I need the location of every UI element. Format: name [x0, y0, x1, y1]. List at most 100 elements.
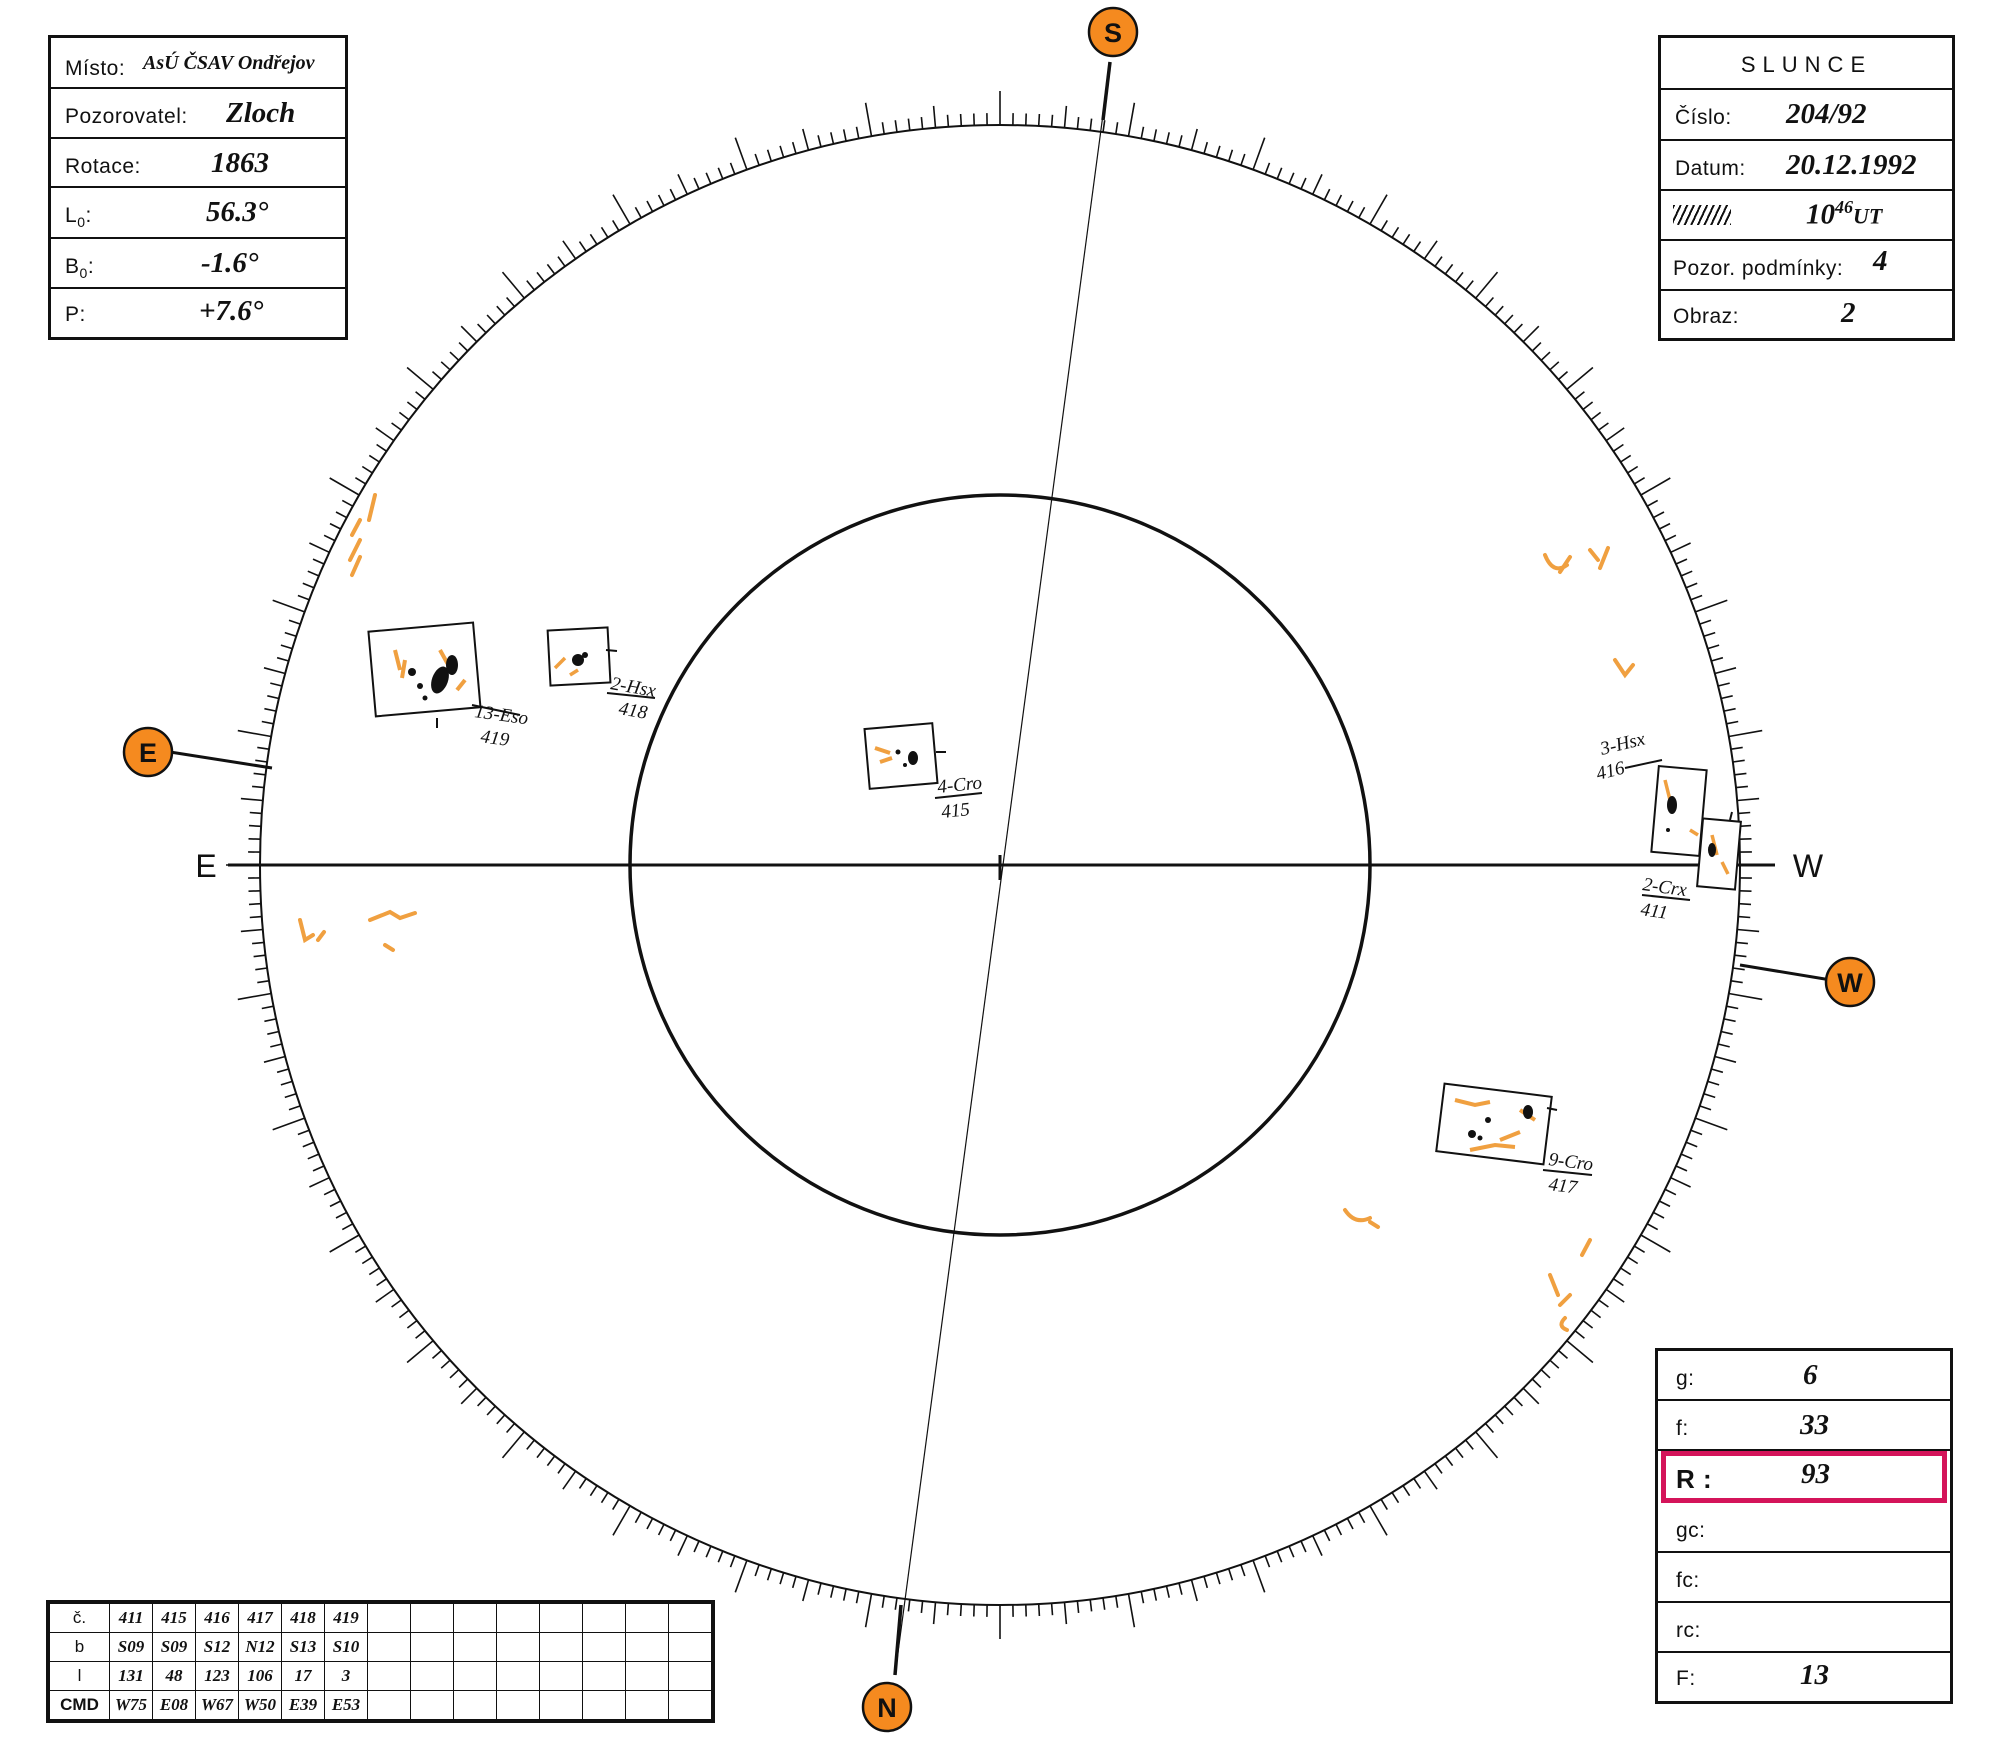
limb-tick [302, 582, 315, 589]
limb-tick [1590, 411, 1602, 421]
limb-tick [248, 824, 262, 828]
limb-tick [864, 102, 873, 137]
limb-tick [263, 667, 286, 675]
limb-tick [1402, 1485, 1411, 1497]
table-cell [410, 1661, 454, 1691]
table-cell: 123 [195, 1661, 239, 1691]
gc-label: gc: [1676, 1519, 1706, 1542]
limb-tick [406, 1340, 434, 1364]
g-label: g: [1676, 1367, 1695, 1390]
limb-tick [297, 1129, 310, 1136]
limb-tick [1728, 992, 1763, 1001]
limb-tick [562, 1470, 577, 1490]
limb-tick [1475, 1431, 1499, 1459]
faculae [298, 493, 1635, 1332]
limb-tick [252, 785, 265, 789]
limb-tick [1063, 105, 1068, 128]
limb-tick [406, 1319, 418, 1329]
table-cell [367, 1661, 411, 1691]
limb-tick [1574, 391, 1585, 400]
limb-tick [1140, 126, 1145, 139]
limb-tick [754, 153, 760, 166]
limb-tick [431, 370, 443, 381]
limb-tick [1153, 1588, 1158, 1601]
limb-tick [1127, 1593, 1136, 1628]
limb-tick [1252, 1560, 1266, 1593]
limb-tick [270, 682, 283, 687]
limb-tick [1165, 132, 1170, 145]
group-419-box [367, 621, 521, 728]
limb-tick [264, 1018, 277, 1023]
limb-tick [1730, 980, 1743, 984]
table-cell [367, 1690, 411, 1720]
limb-tick [578, 241, 587, 252]
f-value: 33 [1800, 1409, 1829, 1441]
limb-tick [729, 162, 736, 175]
limb-tick [612, 1498, 620, 1511]
limb-tick [646, 200, 654, 212]
limb-tick [1726, 720, 1739, 725]
limb-tick [1063, 1602, 1068, 1625]
table-cell [453, 1632, 497, 1662]
limb-tick [864, 1593, 873, 1628]
group-416-number: 416 [1594, 757, 1627, 784]
limb-tick [255, 759, 268, 763]
b0-row: B0: -1.6° [51, 239, 345, 289]
limb-tick [1566, 1340, 1594, 1364]
limb-tick [1484, 1422, 1495, 1434]
limb-tick [1723, 707, 1736, 712]
limb-tick [842, 1588, 847, 1601]
marker-w-label: W [1837, 968, 1863, 998]
limb-tick [415, 1330, 426, 1339]
slunce-title-row: SLUNCE [1661, 38, 1952, 90]
limb-tick [261, 720, 274, 725]
limb-tick [1190, 1579, 1198, 1602]
limb-tick [1732, 759, 1745, 763]
limb-tick [1605, 1288, 1625, 1303]
rc-row: rc: [1658, 1603, 1950, 1653]
limb-tick [284, 1092, 297, 1099]
r-row: R : 93 [1661, 1451, 1947, 1503]
limb-tick [1531, 1378, 1542, 1388]
table-cell [582, 1632, 626, 1662]
p-label: P: [65, 303, 86, 326]
table-cell [625, 1661, 669, 1691]
table-cell [668, 1632, 712, 1662]
limb-tick [288, 619, 301, 625]
limb-tick [257, 746, 270, 750]
limb-tick [1633, 1245, 1646, 1253]
group-415-box [863, 722, 983, 799]
limb-tick [375, 1288, 395, 1303]
group-418-label: 2-Hsx [609, 673, 658, 702]
limb-tick [1734, 772, 1747, 776]
limb-tick [1613, 1278, 1624, 1287]
table-cell: E08 [152, 1690, 196, 1720]
limb-tick [754, 1564, 760, 1577]
slunce-title: SLUNCE [1740, 52, 1873, 77]
limb-tick [280, 644, 293, 650]
limb-tick [1402, 233, 1411, 245]
limb-tick [267, 1030, 280, 1035]
limb-tick [1346, 1518, 1354, 1530]
limb-tick [1531, 342, 1542, 352]
limb-tick [612, 219, 620, 232]
limb-tick [1598, 1299, 1609, 1308]
table-cell [496, 1632, 540, 1662]
table-cell: W67 [195, 1690, 239, 1720]
limb-tick [280, 1080, 293, 1086]
limb-tick [1037, 113, 1041, 127]
limb-tick [1598, 422, 1609, 431]
limb-tick [830, 1585, 835, 1598]
limb-tick [734, 137, 748, 170]
table-cell [453, 1661, 497, 1691]
table-cell: 106 [238, 1661, 282, 1691]
limb-tick [1664, 1188, 1677, 1196]
rotace-label: Rotace: [65, 155, 141, 178]
limb-tick [705, 1545, 712, 1558]
limb-tick [1646, 499, 1659, 507]
limb-tick [557, 1463, 566, 1474]
limb-tick [779, 145, 785, 158]
limb-tick [501, 1431, 525, 1459]
limb-tick [802, 128, 810, 151]
